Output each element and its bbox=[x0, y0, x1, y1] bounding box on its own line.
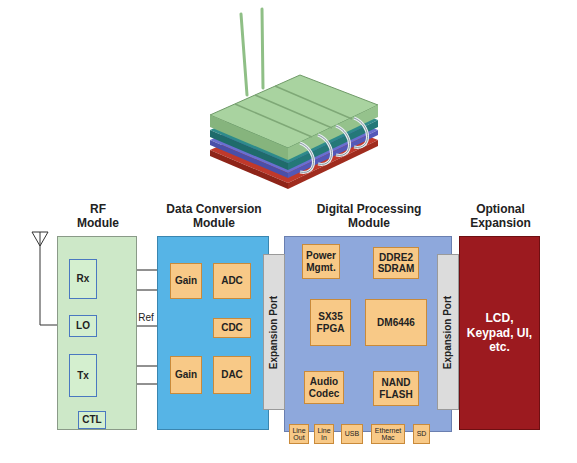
connector-label: Ethernet Mac bbox=[372, 427, 404, 442]
antennas bbox=[241, 9, 263, 95]
port-label: Expansion Port bbox=[269, 295, 280, 368]
module-heading: Digital Processing Module bbox=[308, 203, 430, 231]
signal-label: Ref bbox=[138, 312, 154, 323]
connector-box: Line In bbox=[314, 424, 333, 444]
component-box: LO bbox=[69, 315, 97, 337]
component-box: DAC bbox=[213, 356, 251, 394]
module-panel: Digital Processing ModulePower Mgmt.DDRE… bbox=[284, 236, 452, 432]
component-label: SX35 FPGA bbox=[312, 311, 349, 334]
expansion-note: LCD, Keypad, UI, etc. bbox=[464, 311, 535, 354]
component-label: Power Mgmt. bbox=[304, 250, 338, 273]
component-label: Audio Codec bbox=[306, 376, 342, 399]
connector-box: Line Out bbox=[289, 424, 308, 444]
module-panel: RF ModuleRxLOTxCTL bbox=[57, 236, 137, 430]
connector-label: Line Out bbox=[292, 427, 306, 442]
component-box: DM6446 bbox=[365, 299, 427, 346]
component-label: LO bbox=[71, 320, 95, 332]
component-box: ADC bbox=[213, 263, 251, 299]
connector-box: USB bbox=[341, 424, 363, 444]
cable-loops-outline bbox=[300, 118, 368, 172]
cable-loops bbox=[300, 118, 368, 172]
component-label: CTL bbox=[80, 414, 104, 426]
component-label: ADC bbox=[215, 275, 249, 287]
component-box: Tx bbox=[69, 354, 97, 397]
component-box: CDC bbox=[213, 318, 251, 338]
component-box: SX35 FPGA bbox=[310, 299, 351, 346]
module-heading: RF Module bbox=[71, 203, 125, 231]
component-label: NAND FLASH bbox=[375, 377, 417, 400]
connector-label: SD bbox=[414, 430, 429, 437]
port-label: Expansion Port bbox=[443, 295, 454, 368]
component-box: NAND FLASH bbox=[373, 371, 419, 406]
component-box: CTL bbox=[78, 411, 106, 429]
connector-label: USB bbox=[342, 430, 362, 437]
module-panel: Data Conversion ModuleGainADCCDCGainDAC bbox=[157, 236, 269, 430]
component-box: Power Mgmt. bbox=[302, 244, 340, 279]
component-label: Gain bbox=[172, 369, 200, 381]
component-label: DAC bbox=[215, 369, 249, 381]
board-stack bbox=[210, 75, 378, 189]
module-heading: Data Conversion Module bbox=[158, 203, 270, 231]
connector-label: Line In bbox=[317, 427, 331, 442]
component-box: Audio Codec bbox=[304, 371, 344, 404]
component-label: DDRE2 SDRAM bbox=[375, 252, 417, 275]
component-label: CDC bbox=[215, 322, 249, 334]
expansion-port: Expansion Port bbox=[437, 254, 459, 410]
component-label: Tx bbox=[71, 370, 95, 382]
component-label: Gain bbox=[172, 275, 200, 287]
component-label: DM6446 bbox=[367, 317, 425, 329]
connector-box: Ethernet Mac bbox=[371, 424, 405, 444]
component-box: Gain bbox=[170, 263, 202, 299]
component-box: Gain bbox=[170, 356, 202, 394]
component-box: DDRE2 SDRAM bbox=[373, 247, 419, 279]
expansion-port: Expansion Port bbox=[263, 254, 285, 410]
component-label: Rx bbox=[71, 273, 95, 285]
connector-box: SD bbox=[413, 424, 430, 444]
component-box: Rx bbox=[69, 259, 97, 299]
module-panel: Optional ExpansionLCD, Keypad, UI, etc. bbox=[459, 236, 540, 430]
module-heading: Optional Expansion bbox=[459, 203, 543, 231]
